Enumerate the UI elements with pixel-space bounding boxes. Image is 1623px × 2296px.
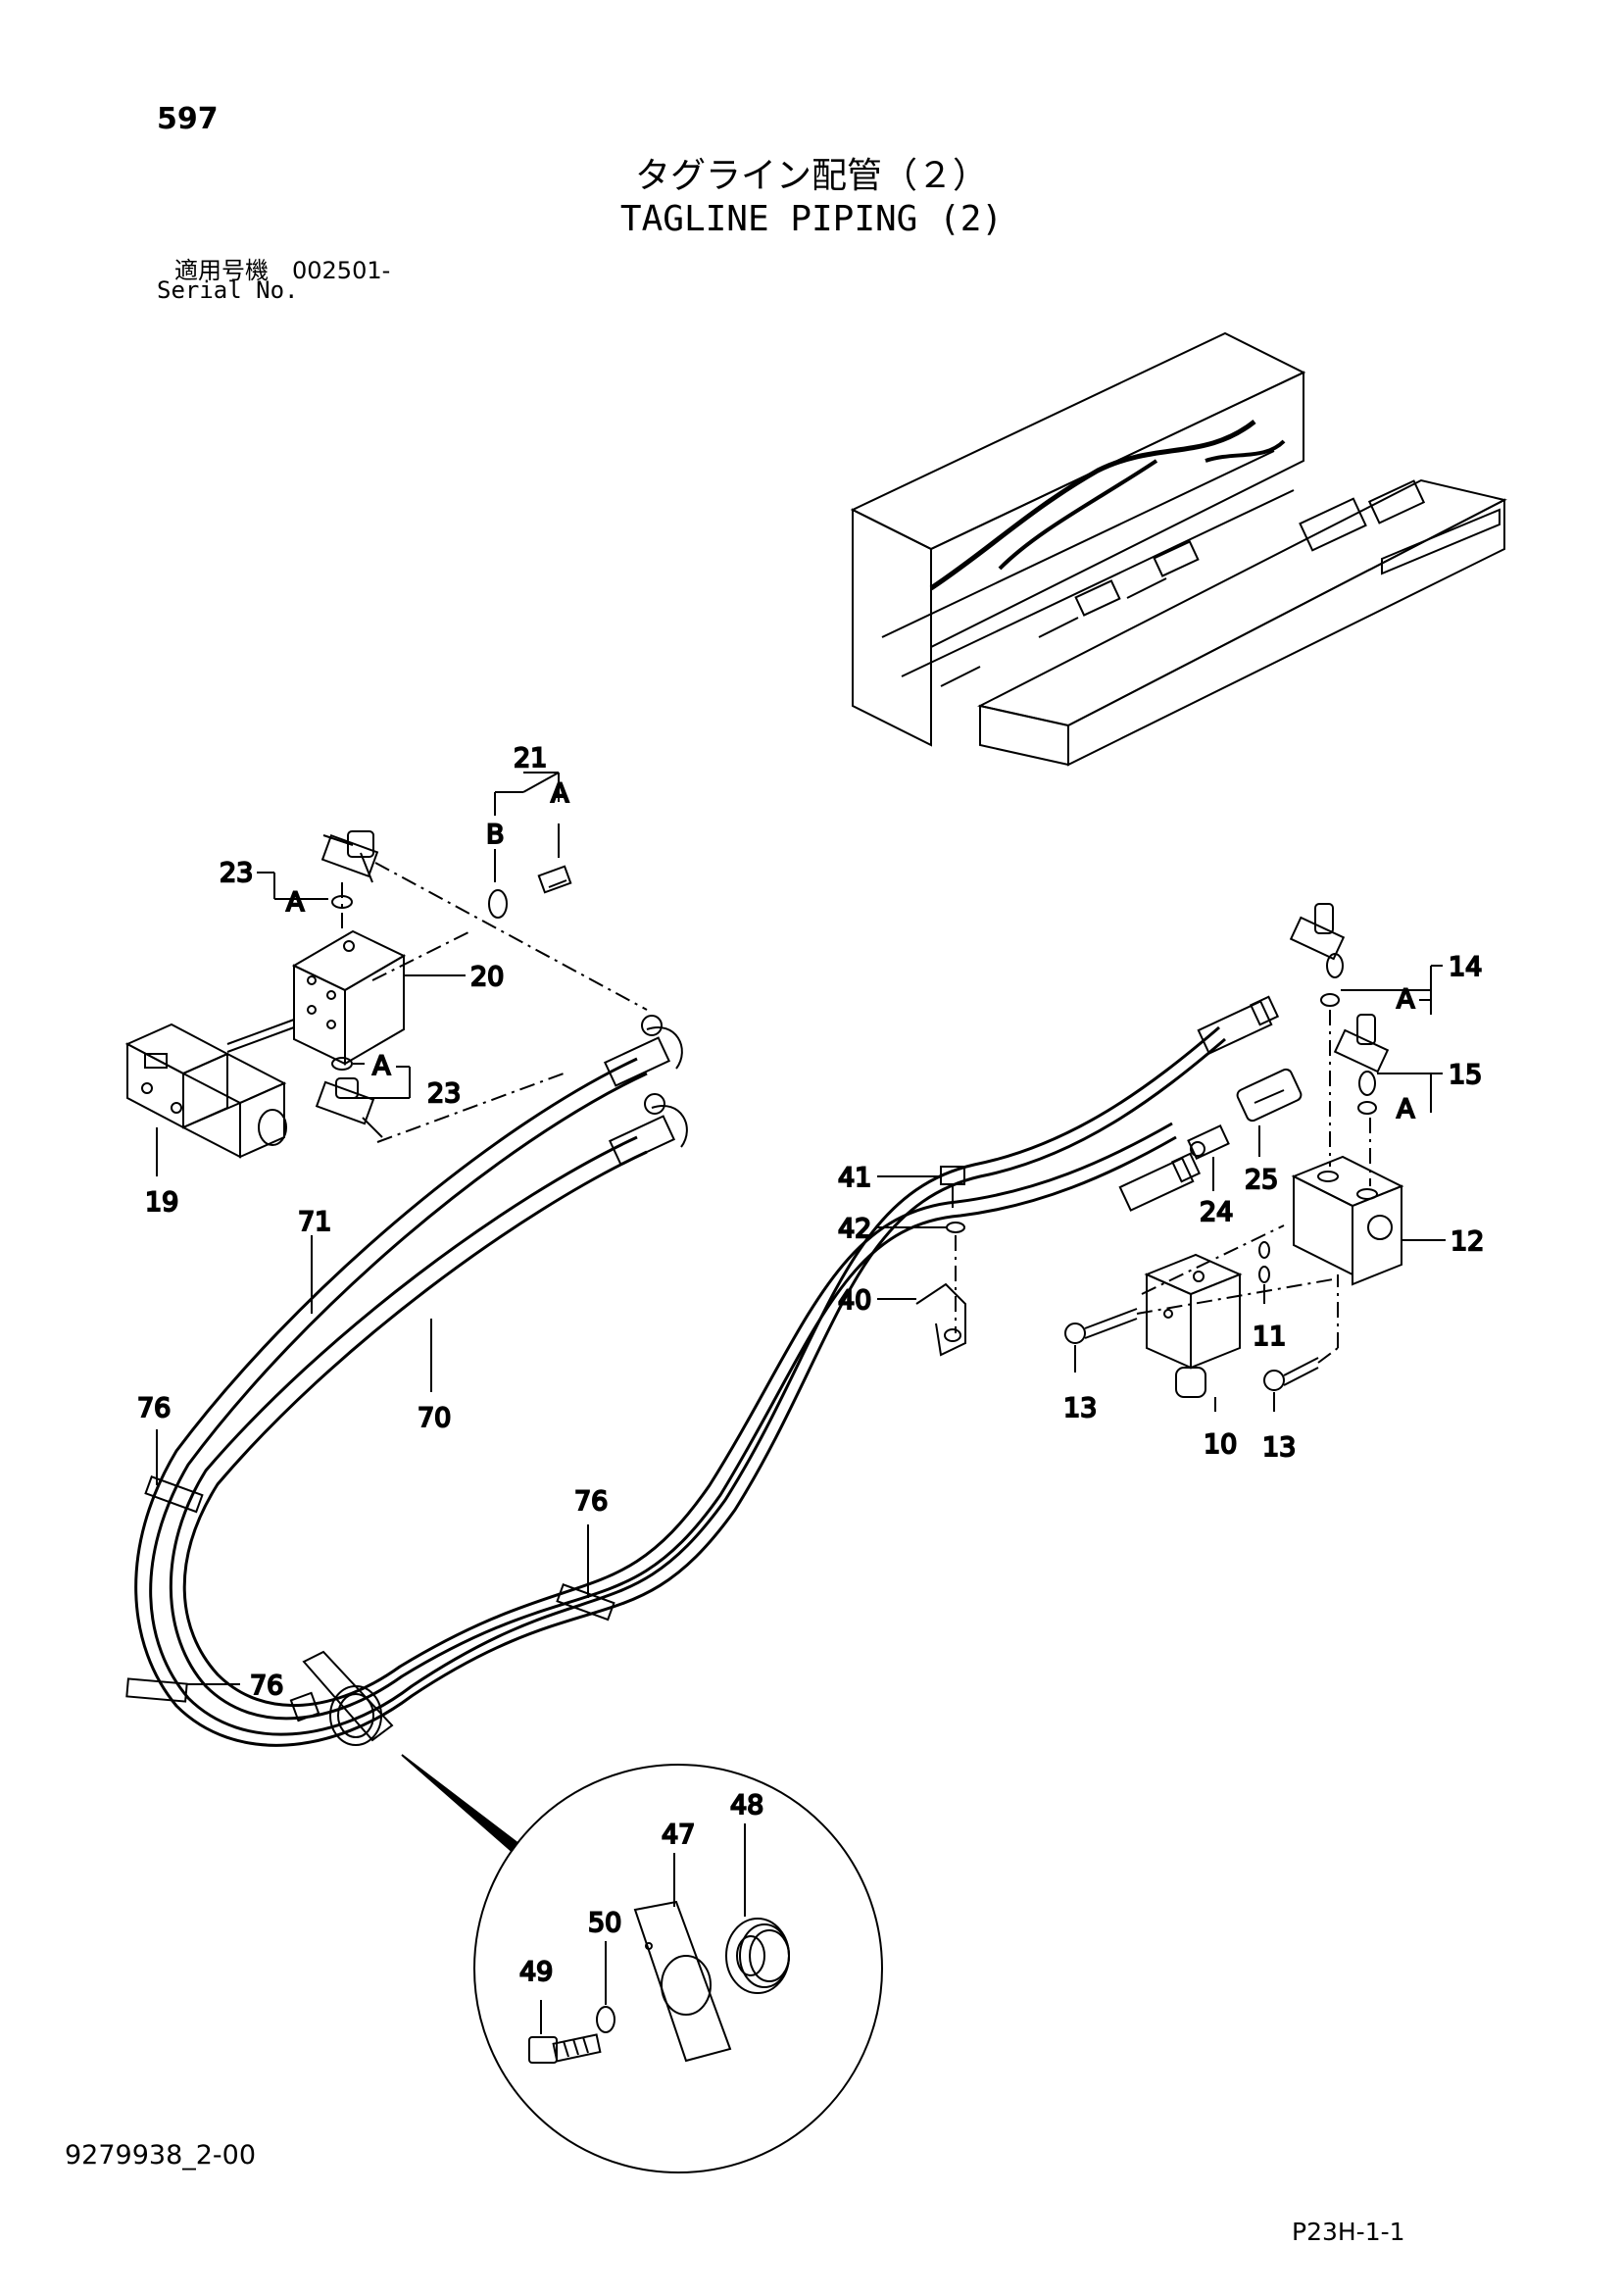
valve-block-12-icon <box>1291 1155 1404 1286</box>
callout-71: 71 <box>298 1207 331 1237</box>
callout-a-14: A <box>1397 984 1415 1015</box>
callout-10: 10 <box>1204 1429 1237 1460</box>
hose-end-right-upper-icon <box>1197 995 1280 1055</box>
valve-block-20-icon <box>291 929 407 1066</box>
valve-10-icon <box>1144 1253 1243 1398</box>
detail-pointer <box>401 1754 519 1853</box>
check-valve-25-icon <box>1236 1068 1303 1123</box>
callout-41: 41 <box>838 1163 871 1193</box>
callout-21-b: B <box>486 820 505 850</box>
page-code: P23H-1-1 <box>1292 2218 1405 2246</box>
callout-a-15: A <box>1397 1094 1415 1124</box>
hose-end-upper-icon <box>603 1015 683 1087</box>
callout-13-left: 13 <box>1063 1393 1097 1423</box>
o-ring-11a-icon <box>1258 1241 1270 1259</box>
callout-50: 50 <box>588 1908 621 1938</box>
callout-23-lower: 23 <box>427 1078 461 1109</box>
detail-circle <box>473 1764 883 2173</box>
bolt-49-icon <box>528 2033 602 2064</box>
clamp-40-icon <box>915 1282 966 1357</box>
callout-a-23-lower: A <box>372 1051 391 1081</box>
callout-42: 42 <box>838 1214 871 1244</box>
callout-70: 70 <box>418 1403 451 1433</box>
callout-12: 12 <box>1451 1226 1484 1257</box>
page-number: 597 <box>157 102 219 136</box>
tee-fitting-upper-icon <box>320 830 379 883</box>
grommet-plate-icon <box>289 1650 394 1746</box>
callout-40: 40 <box>838 1285 871 1316</box>
cable-tie-low-icon <box>125 1677 188 1703</box>
callout-25: 25 <box>1245 1165 1278 1195</box>
callout-19: 19 <box>145 1187 178 1218</box>
callout-48: 48 <box>730 1790 763 1821</box>
plate-47-icon <box>633 1900 732 2063</box>
plug-bolt-a-icon <box>537 865 572 894</box>
callout-13-right: 13 <box>1262 1432 1296 1463</box>
callout-21-bracket <box>494 772 560 882</box>
drawing-number: 9279938_2-00 <box>65 2140 257 2171</box>
callout-21: 21 <box>514 743 547 774</box>
callout-49: 49 <box>519 1957 553 1987</box>
solenoid-valve-19-icon <box>124 1019 295 1159</box>
hose-end-lower-icon <box>608 1093 688 1166</box>
washer-b-icon <box>488 889 508 919</box>
callout-15: 15 <box>1449 1060 1482 1090</box>
serial-range-label: 適用号機 002501- <box>174 257 391 284</box>
callout-76-low: 76 <box>250 1671 283 1701</box>
washer-42-icon <box>946 1222 965 1233</box>
hose-assembly <box>134 1025 1226 1747</box>
cable-tie-left-icon <box>144 1475 204 1514</box>
tee-fitting-lower-icon <box>315 1077 383 1138</box>
o-ring-14-icon <box>1320 993 1340 1007</box>
bolt-41-icon <box>940 1166 965 1208</box>
callout-24: 24 <box>1200 1197 1233 1227</box>
o-ring-lower-icon <box>331 1057 353 1071</box>
bolt-13-right-icon <box>1263 1357 1319 1391</box>
callout-47: 47 <box>662 1820 695 1850</box>
o-ring-15-icon <box>1357 1101 1377 1115</box>
washer-50-icon <box>596 2006 615 2033</box>
tee-fitting-14-icon <box>1289 903 1346 978</box>
grommet-48-icon <box>725 1918 790 1994</box>
adaptor-24-icon <box>1187 1124 1230 1160</box>
callout-20: 20 <box>470 962 504 992</box>
callout-76-left: 76 <box>137 1393 171 1423</box>
title-english: TAGLINE PIPING (2) <box>619 199 1004 239</box>
bolt-13-left-icon <box>1064 1308 1138 1344</box>
callout-11: 11 <box>1253 1322 1286 1352</box>
callout-23-upper: 23 <box>220 858 253 888</box>
callout-76-mid: 76 <box>574 1486 608 1517</box>
callout-21-a: A <box>551 778 569 809</box>
machine-frame-overview <box>850 331 1507 767</box>
callout-14: 14 <box>1449 952 1482 982</box>
o-ring-11b-icon <box>1258 1266 1270 1283</box>
title-japanese: タグライン配管（２） <box>634 156 988 196</box>
tee-fitting-15-icon <box>1333 1014 1390 1096</box>
callout-a-23-upper: A <box>286 887 305 918</box>
hose-end-right-lower-icon <box>1118 1152 1202 1212</box>
serial-no-label: Serial No. <box>157 276 299 304</box>
